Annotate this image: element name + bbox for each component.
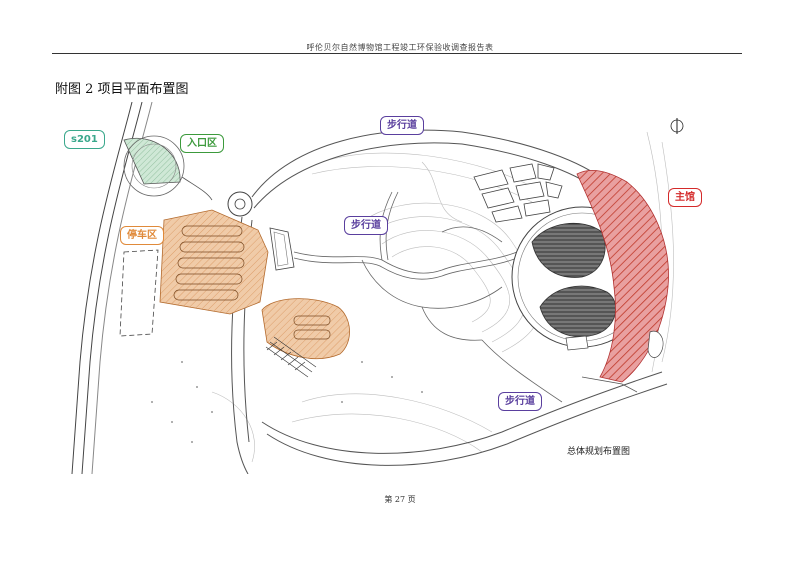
walkway-label-bottom: 步行道 (498, 392, 542, 411)
plan-title: 总体规划布置图 (567, 445, 630, 457)
page-header: 呼伦贝尔自然博物馆工程竣工环保验收调查报告表 (306, 43, 494, 52)
site-plan-drawing: 总体规划布置图 (71, 101, 684, 475)
parking-label: 停车区 (120, 226, 164, 245)
terrain-marks (151, 361, 423, 443)
entrance-label: 入口区 (180, 134, 224, 153)
walkway-network (293, 191, 563, 403)
figure-caption: 附图 2 项目平面布置图 (55, 82, 189, 97)
walkway-label-top: 步行道 (380, 116, 424, 135)
roundabout (227, 191, 253, 217)
dashed-lot-outline (119, 249, 159, 337)
header-rule (52, 53, 742, 54)
entrance-plaza (123, 135, 213, 201)
main-hall-label: 主馆 (668, 188, 702, 207)
contour-lines (211, 131, 674, 463)
highway-s201 (71, 101, 153, 475)
page-footer: 第 27 页 (384, 495, 416, 504)
north-arrow-icon (670, 118, 684, 134)
main-hall-complex (511, 169, 669, 393)
parking-area (159, 209, 350, 378)
pavilion-blocks (473, 163, 563, 223)
site-plan: 总体规划布置图 s201 入口区 停车区 步行道 步行道 步行道 主馆 (62, 101, 702, 475)
road-label-s201: s201 (64, 130, 105, 149)
walkway-label-mid: 步行道 (344, 216, 388, 235)
